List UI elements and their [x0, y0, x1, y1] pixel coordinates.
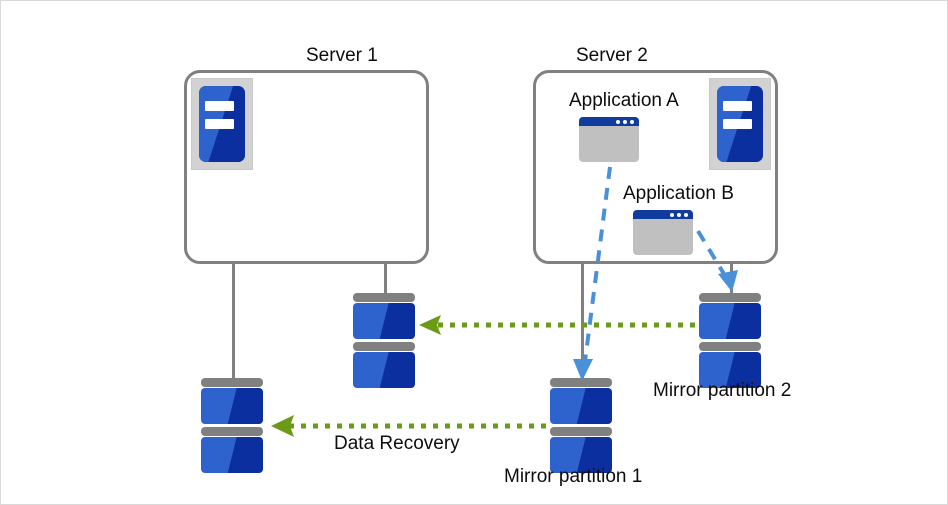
- disk-body: [201, 437, 263, 473]
- disk-stack-icon-server1-lower: [201, 378, 263, 473]
- disk-stack-icon-mirror-partition-1: [550, 378, 612, 473]
- disk-stack-icon-server1-upper: [353, 293, 415, 388]
- disk-unit-bottom: [699, 342, 761, 388]
- disk-body: [699, 352, 761, 388]
- disk-body: [353, 303, 415, 339]
- disk-cap: [699, 293, 761, 302]
- disk-cap: [550, 378, 612, 387]
- dotted-left-arrow-icon-mirror2-sync: [419, 315, 695, 335]
- server1-connector-left: [232, 263, 235, 383]
- disk-unit-bottom: [201, 427, 263, 473]
- disk-unit-top: [699, 293, 761, 339]
- server-tower-icon: [709, 78, 771, 170]
- disk-cap: [699, 342, 761, 351]
- server-tower-icon: [191, 78, 253, 170]
- server-tower-slot-1: [205, 101, 234, 112]
- disk-unit-bottom: [550, 427, 612, 473]
- application-window-icon-a[interactable]: [579, 117, 639, 162]
- mirror-partition-2-label: Mirror partition 2: [653, 380, 792, 401]
- data-recovery-label: Data Recovery: [334, 433, 460, 454]
- server-tower-slot-2: [205, 118, 234, 129]
- disk-cap: [550, 427, 612, 436]
- server-tower-slot-1: [723, 101, 752, 112]
- app-b-window-dots: [670, 212, 688, 217]
- disk-cap: [353, 293, 415, 302]
- disk-unit-top: [201, 378, 263, 424]
- disk-body: [550, 388, 612, 424]
- disk-body: [550, 437, 612, 473]
- server2-title: Server 2: [576, 45, 648, 66]
- mirror-partition-1-label: Mirror partition 1: [504, 466, 643, 487]
- app-a-window-dots: [616, 119, 634, 124]
- disk-body: [201, 388, 263, 424]
- server-tower-body: [717, 86, 763, 162]
- disk-body: [699, 303, 761, 339]
- disk-cap: [201, 427, 263, 436]
- application-a-label: Application A: [569, 90, 679, 111]
- disk-unit-bottom: [353, 342, 415, 388]
- server-tower-slot-2: [723, 118, 752, 129]
- app-a-titlebar: [579, 117, 639, 126]
- disk-unit-top: [353, 293, 415, 339]
- disk-unit-top: [550, 378, 612, 424]
- disk-stack-icon-mirror-partition-2: [699, 293, 761, 388]
- application-b-label: Application B: [623, 183, 734, 204]
- disk-cap: [201, 378, 263, 387]
- server2-connector-left: [581, 263, 584, 383]
- server-tower-body: [199, 86, 245, 162]
- disk-body: [353, 352, 415, 388]
- disk-cap: [353, 342, 415, 351]
- server1-title: Server 1: [306, 45, 378, 66]
- application-window-icon-b[interactable]: [633, 210, 693, 255]
- app-b-titlebar: [633, 210, 693, 219]
- server1-connector-right: [384, 263, 387, 298]
